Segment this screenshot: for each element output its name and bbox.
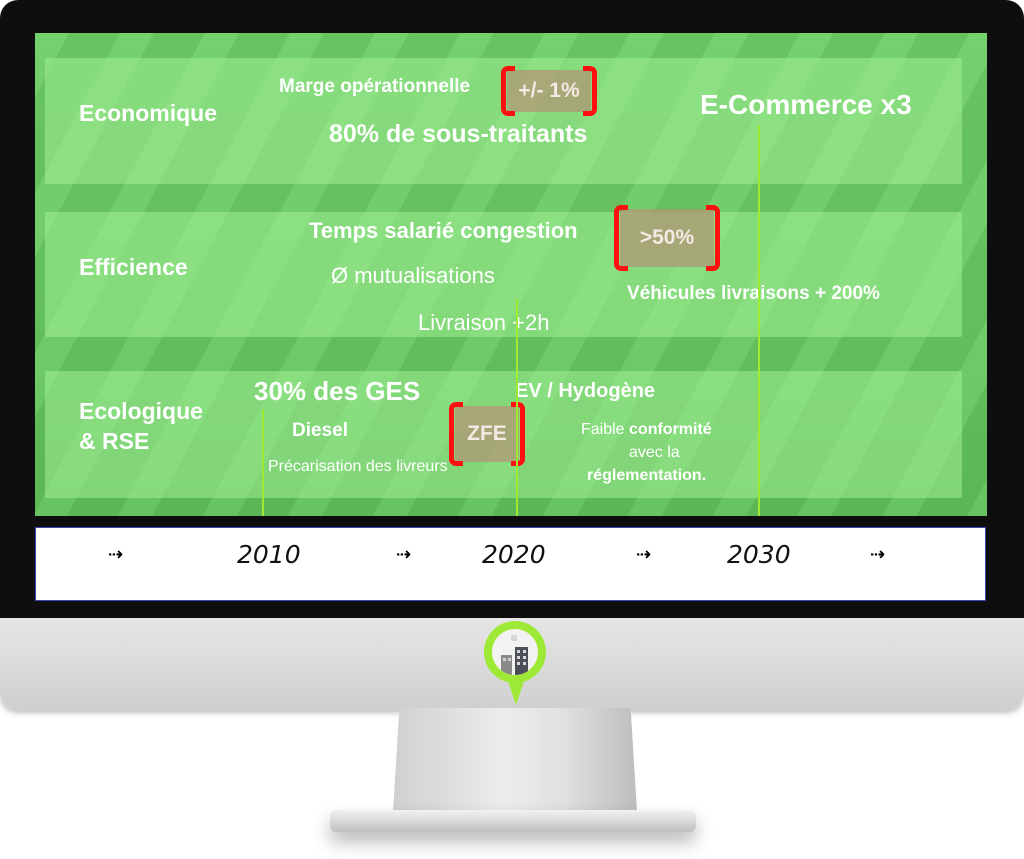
connector-line-2010 <box>262 409 264 516</box>
row-label-ecologique-line1: Ecologique <box>79 398 203 424</box>
city-buildings-icon <box>501 635 528 675</box>
timeline-year-2020: 2020 <box>482 540 546 569</box>
ecommerce-text: E-Commerce x3 <box>700 89 912 120</box>
faible-conformite-line3: réglementation. <box>587 467 707 484</box>
monitor-stand-neck <box>392 708 638 828</box>
faible-conformite-line1: Faible conformité <box>581 421 712 438</box>
row-band-efficience <box>45 212 962 337</box>
temps-highlight: >50% <box>614 205 720 271</box>
marge-operationnelle-text: Marge opérationnelle <box>279 76 471 97</box>
sous-traitants-text: 80% de sous-traitants <box>329 120 588 148</box>
marge-highlight: +/- 1% <box>501 66 597 116</box>
zfe-highlight: ZFE <box>449 402 525 466</box>
timeline-year-2010: 2010 <box>237 540 301 569</box>
timeline-arrow-4: ⇢ <box>870 544 886 564</box>
livraison-text: Livraison +2h <box>418 310 550 335</box>
row-label-efficience: Efficience <box>79 254 188 280</box>
timeline-year-2030: 2030 <box>727 540 791 569</box>
monitor-stand-base <box>330 810 696 832</box>
precarisation-text: Précarisation des livreurs <box>268 458 448 475</box>
vehicules-text: Véhicules livraisons + 200% <box>627 283 880 304</box>
connector-line-2030 <box>758 125 760 516</box>
monitor-screen: Economique Marge opérationnelle +/- 1% 8… <box>35 33 987 516</box>
faible-conformite-line2: avec la <box>629 444 680 461</box>
temps-salarie-text: Temps salarié congestion <box>309 218 578 243</box>
city-buildings-pin-icon <box>484 621 546 683</box>
diesel-text: Diesel <box>292 420 348 441</box>
mutualisations-text: Ø mutualisations <box>331 263 495 288</box>
timeline-arrow-3: ⇢ <box>636 544 652 564</box>
timeline-bar: ⇢ 2010 ⇢ 2020 ⇢ 2030 ⇢ <box>35 527 986 601</box>
row-label-economique: Economique <box>79 100 218 126</box>
row-label-ecologique-line2: & RSE <box>79 428 150 454</box>
timeline-arrow-2: ⇢ <box>396 544 412 564</box>
connector-line-2020 <box>516 299 518 516</box>
timeline-arrow-1: ⇢ <box>108 544 124 564</box>
ges-text: 30% des GES <box>254 376 421 406</box>
ev-hydrogene-text: EV / Hydogène <box>515 380 656 402</box>
